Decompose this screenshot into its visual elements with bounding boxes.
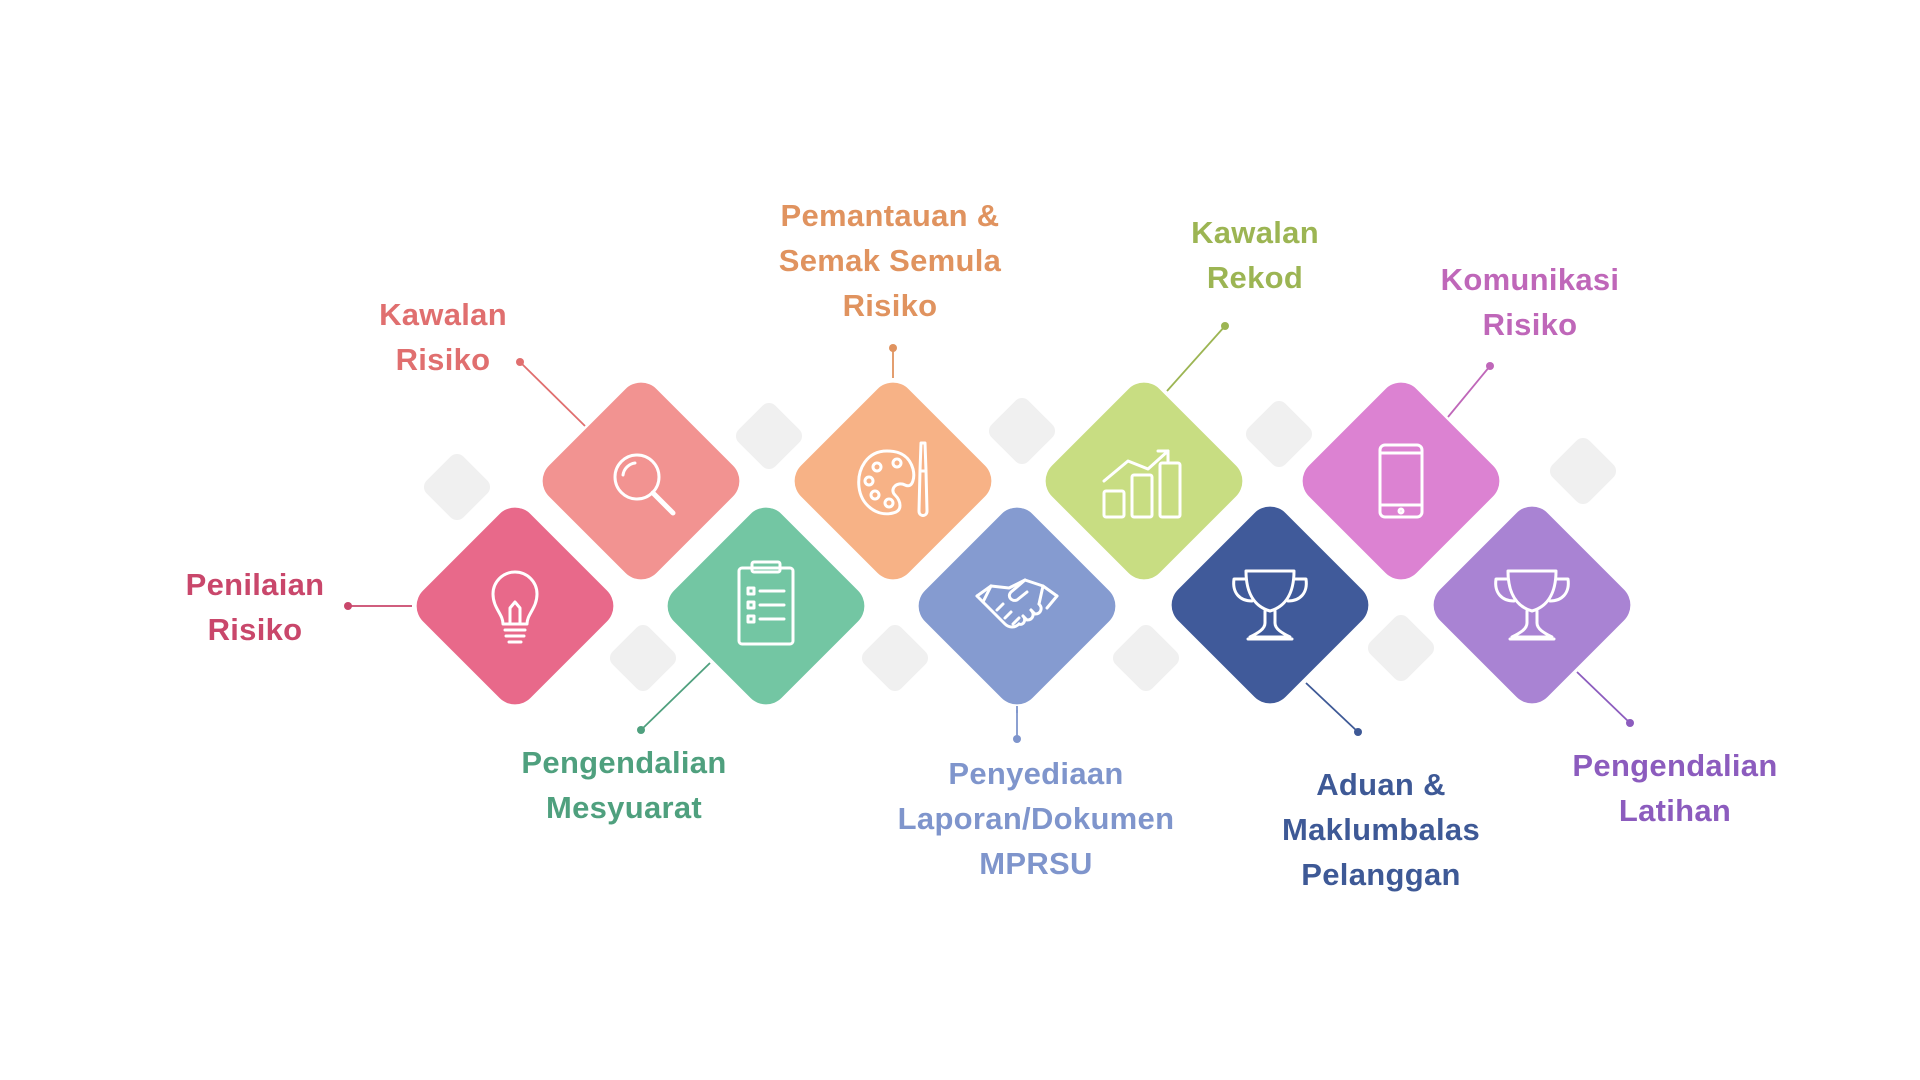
placeholder-diamond (1367, 614, 1435, 682)
step-label-aduan: Aduan & Maklumbalas Pelanggan (1282, 767, 1480, 892)
step-label-pemantauan: Pemantauan & Semak Semula Risiko (778, 198, 1002, 323)
step-label-kawalan-risiko: Kawalan Risiko (379, 297, 507, 377)
step-diamond-pengendalian-latihan (1433, 506, 1631, 704)
growth-chart-icon (1102, 449, 1182, 519)
connector-lines (344, 322, 1634, 743)
step-label-pengendalian-latihan: Pengendalian Latihan (1572, 748, 1778, 828)
step-diamond-kawalan-risiko (542, 382, 740, 580)
placeholder-diamond (1245, 400, 1313, 468)
step-diamond-penyediaan (918, 507, 1116, 705)
step-diamond-komunikasi (1302, 382, 1500, 580)
mobile-phone-icon (1378, 443, 1424, 519)
step-label-pengendalian-mesyuarat: Pengendalian Mesyuarat (521, 745, 727, 825)
handshake-icon (975, 578, 1059, 629)
placeholder-diamonds (423, 397, 1617, 692)
step-diamonds (416, 382, 1631, 705)
connector-kawalan-risiko (516, 358, 586, 427)
placeholder-diamond (423, 453, 491, 521)
step-label-kawalan-rekod: Kawalan Rekod (1191, 215, 1319, 295)
connector-penyediaan (1013, 706, 1021, 743)
placeholder-diamond (735, 402, 803, 470)
lightbulb-icon (491, 570, 539, 644)
search-icon (613, 453, 676, 516)
placeholder-diamond (1549, 437, 1617, 505)
connector-komunikasi (1447, 362, 1494, 418)
step-label-penilaian: Penilaian Risiko (185, 567, 325, 647)
connector-pemantauan (889, 344, 897, 378)
trophy-icon (1494, 569, 1570, 641)
clipboard-icon (737, 560, 795, 646)
connector-penilaian (344, 602, 412, 610)
placeholder-diamond (988, 397, 1056, 465)
step-label-penyediaan: Penyediaan Laporan/Dokumen MPRSU (897, 756, 1175, 881)
trophy-icon (1232, 569, 1308, 641)
step-diamond-penilaian (416, 507, 614, 705)
placeholder-diamond (861, 624, 929, 692)
connector-pengendalian-latihan (1576, 671, 1634, 727)
connector-aduan (1305, 682, 1362, 736)
palette-icon (857, 441, 929, 517)
connector-pengendalian-mesyuarat (637, 662, 711, 734)
placeholder-diamond (1112, 624, 1180, 692)
step-diamond-kawalan-rekod (1045, 382, 1243, 580)
step-label-komunikasi: Komunikasi Risiko (1440, 262, 1620, 342)
step-diamond-aduan (1171, 506, 1369, 704)
step-diamond-pemantauan (794, 382, 992, 580)
placeholder-diamond (609, 624, 677, 692)
connector-kawalan-rekod (1166, 322, 1229, 392)
